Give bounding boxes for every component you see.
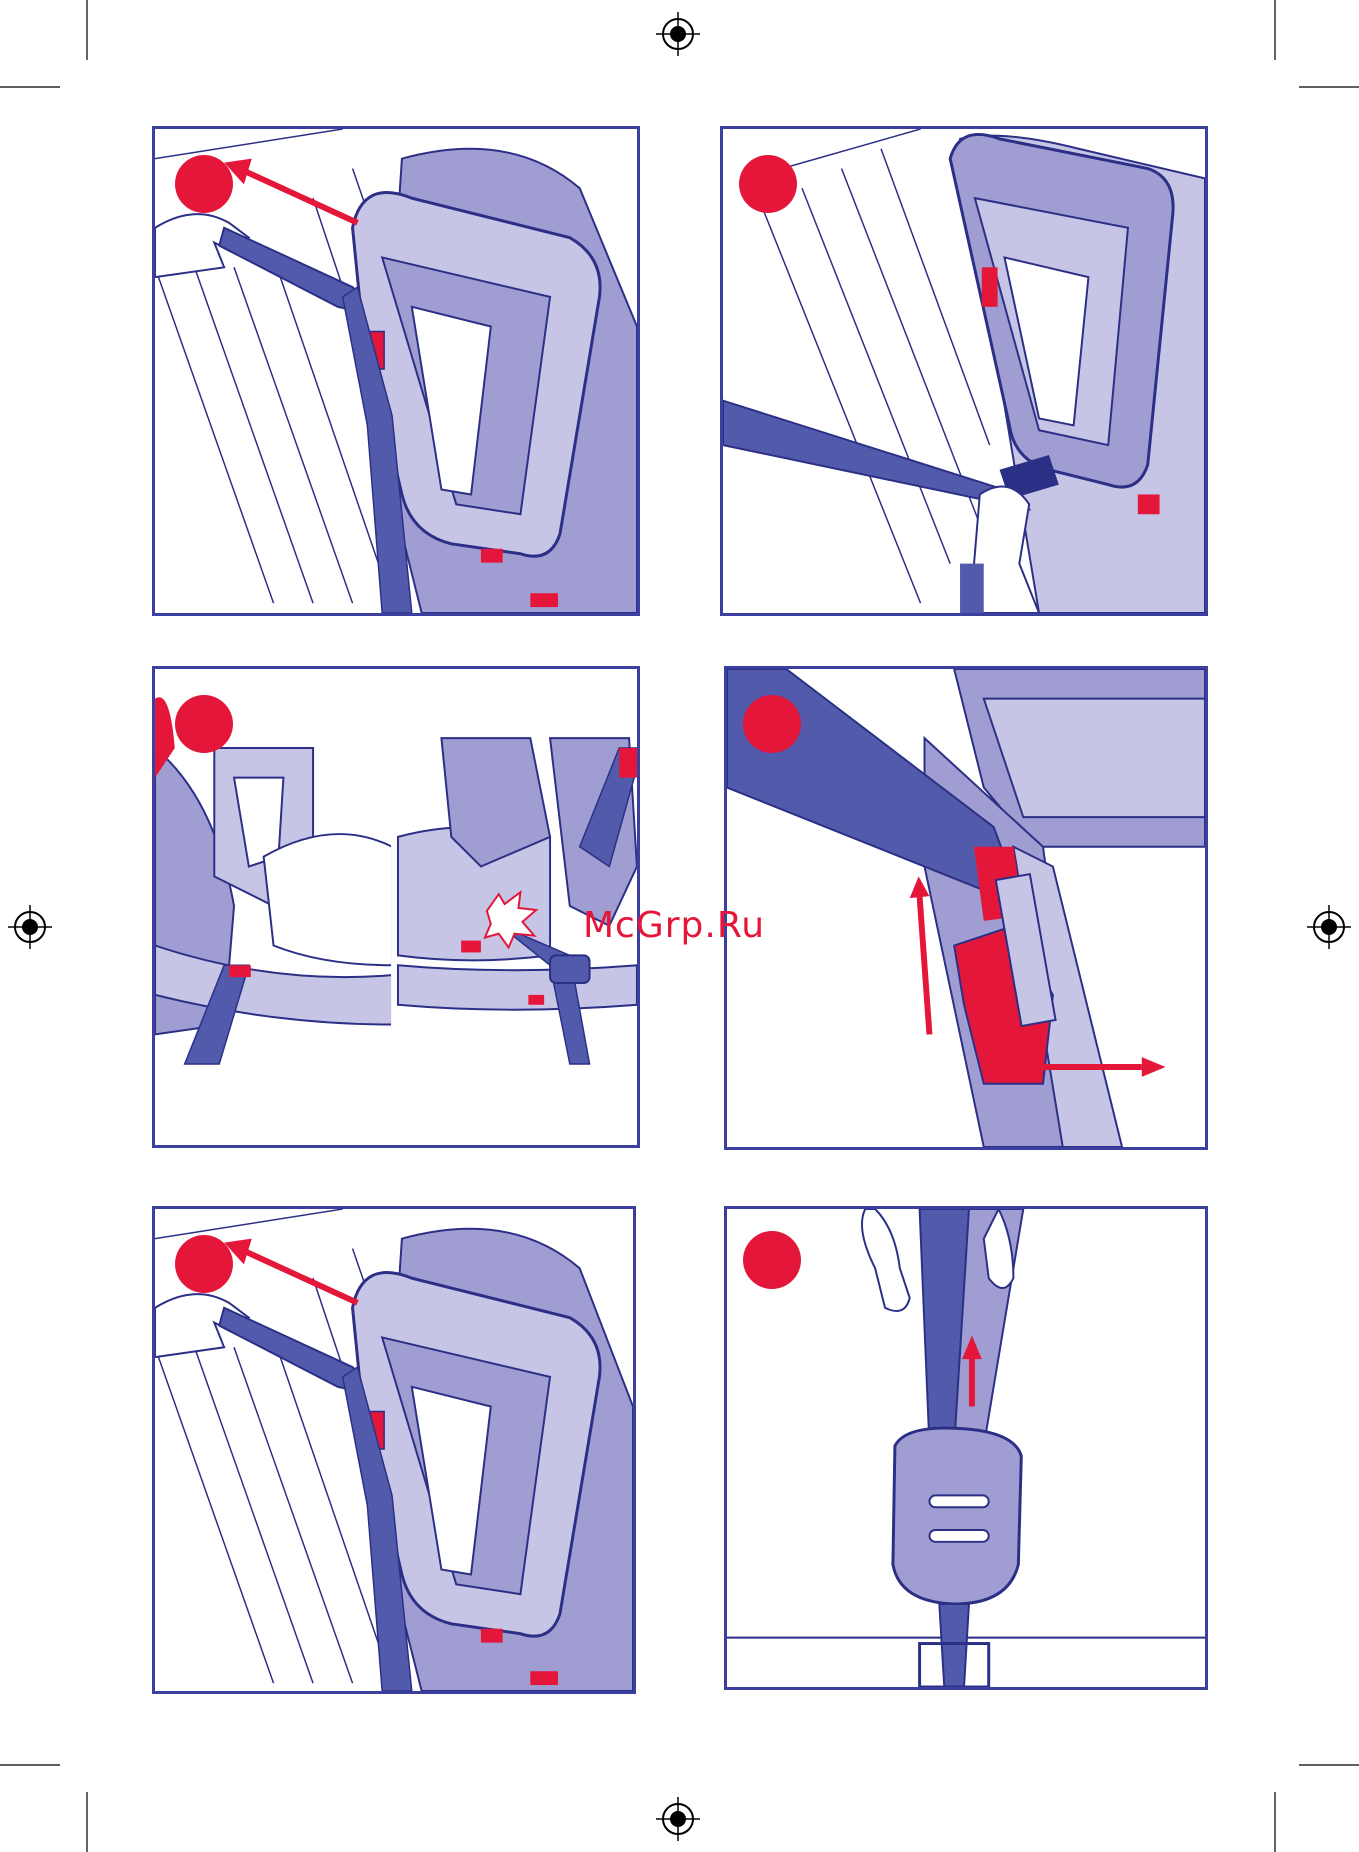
step-dot [175, 695, 233, 753]
panel-5 [152, 1206, 636, 1694]
step-dot [743, 1231, 801, 1289]
step-dot [175, 1235, 233, 1293]
watermark: McGrp.Ru [583, 905, 765, 946]
illustration-tension-adjust [727, 1209, 1205, 1687]
step-dot [175, 155, 233, 213]
registration-mark-left [8, 905, 52, 949]
panel-2 [720, 126, 1208, 616]
illustration-hand-at-buckle [723, 129, 1205, 613]
registration-mark-top [656, 12, 700, 56]
registration-mark-bottom [656, 1797, 700, 1841]
panel-4 [724, 666, 1208, 1150]
panel-3 [152, 666, 640, 1148]
panel-1 [152, 126, 640, 616]
illustration-belt-guide [727, 669, 1205, 1147]
step-dot [739, 155, 797, 213]
step-dot [743, 695, 801, 753]
illustration-pull-belt [155, 129, 637, 613]
registration-mark-right [1307, 905, 1351, 949]
panel-6 [724, 1206, 1208, 1690]
